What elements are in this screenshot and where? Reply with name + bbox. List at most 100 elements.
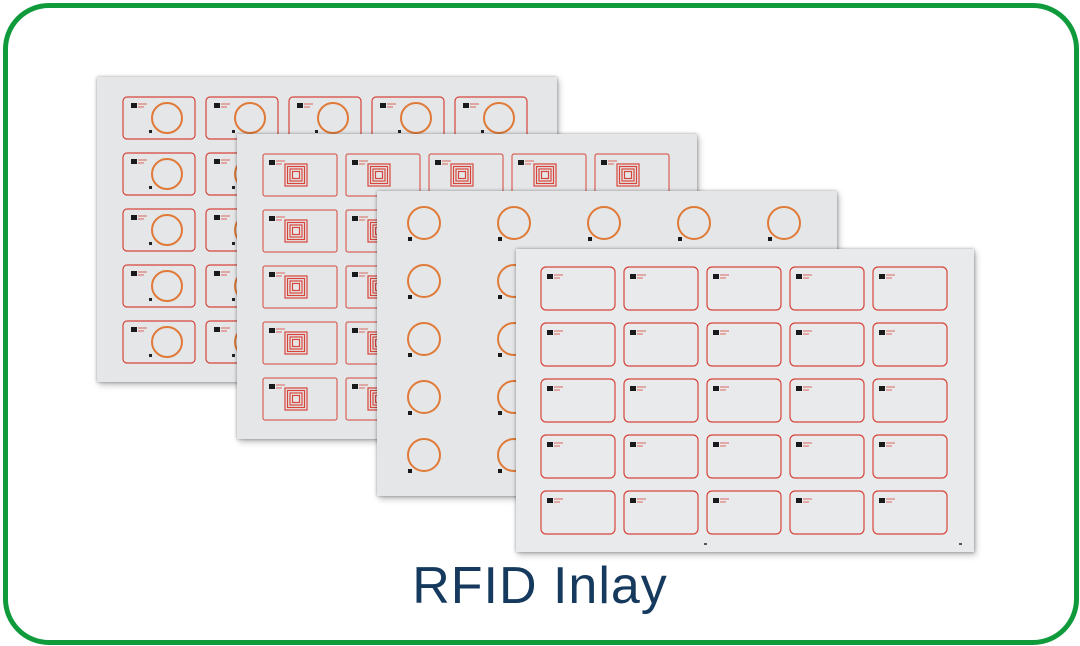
square-coil-turn [289,336,303,350]
inlay-card [262,209,338,253]
chip [796,330,802,335]
square-coil-turn [291,338,301,348]
card-outline [122,208,196,252]
inlay-tag [407,380,441,415]
card-outline [706,490,782,535]
inlay-tag [407,322,441,357]
pad [232,130,235,133]
chip [518,160,524,165]
card-outline [623,378,699,423]
inlay-tag [497,206,531,241]
inlay-card [540,266,616,311]
chip [713,274,719,279]
chip [796,498,802,503]
chip [796,442,802,447]
card-outline [540,322,616,367]
chip [380,103,386,108]
square-coil-turn [284,219,308,243]
inlay-card [706,490,782,535]
uhf-card-inlay-sheet [516,249,974,552]
card-outline [540,378,616,423]
caption-title: RFID Inlay [412,557,668,615]
inlay-card [789,322,865,367]
chip [269,328,275,333]
inlay-tag [407,264,441,299]
card-outline [122,264,196,308]
chip [214,103,220,108]
inlay-card [789,434,865,479]
square-coil-turn [286,165,306,185]
chip [713,330,719,335]
square-coil-turn [540,170,550,180]
chip [214,271,220,276]
card-outline [122,96,196,140]
card-outline [789,266,865,311]
card-outline [540,266,616,311]
inlay-card [371,96,445,140]
card-outline [262,377,338,421]
inlay-card [872,490,948,535]
chip [601,160,607,165]
card-outline [706,322,782,367]
inlay-card [428,153,504,197]
square-coil-turn [618,165,638,185]
inlay-card [623,322,699,367]
square-coil-turn [450,163,474,187]
chip [713,442,719,447]
card-outline [623,266,699,311]
chip [352,328,358,333]
inlay-card [262,265,338,309]
chip [879,442,885,447]
square-coil-turn [284,275,308,299]
inlay-card [706,266,782,311]
pad [232,242,235,245]
inlay-card [454,96,528,140]
square-coil-turn [289,392,303,406]
round-coil [234,102,266,134]
square-coil-turn [289,280,303,294]
chip [547,498,553,503]
round-coil [497,206,531,240]
card-outline [623,434,699,479]
chip [297,103,303,108]
chip [768,237,772,241]
square-coil-turn [284,163,308,187]
chip [879,274,885,279]
square-coil-turn [457,170,467,180]
card-outline [706,378,782,423]
chip [463,103,469,108]
card-outline [789,434,865,479]
inlay-card [789,266,865,311]
card-outline [789,490,865,535]
inlay-card [789,490,865,535]
chip [269,384,275,389]
chip [630,274,636,279]
card-outline [262,209,338,253]
square-coil-turn [538,168,552,182]
chip [269,272,275,277]
square-coil-turn [535,165,555,185]
inlay-tag [407,438,441,473]
chip [796,274,802,279]
pad [481,130,484,133]
pad [149,130,152,133]
inlay-card [122,264,196,308]
round-coil [151,214,183,246]
inlay-tag [407,206,441,241]
chip [408,411,412,415]
pad [149,186,152,189]
inlay-tag [767,206,801,241]
chip [269,160,275,165]
inlay-card [706,378,782,423]
inlay-card [594,153,670,197]
square-coil-turn [286,277,306,297]
inlay-card [122,320,196,364]
chip [131,103,137,108]
inlay-card [623,266,699,311]
inlay-card [872,266,948,311]
inlay-card [511,153,587,197]
chip [713,386,719,391]
card-outline [872,322,948,367]
inlay-card [205,96,279,140]
chip [131,327,137,332]
